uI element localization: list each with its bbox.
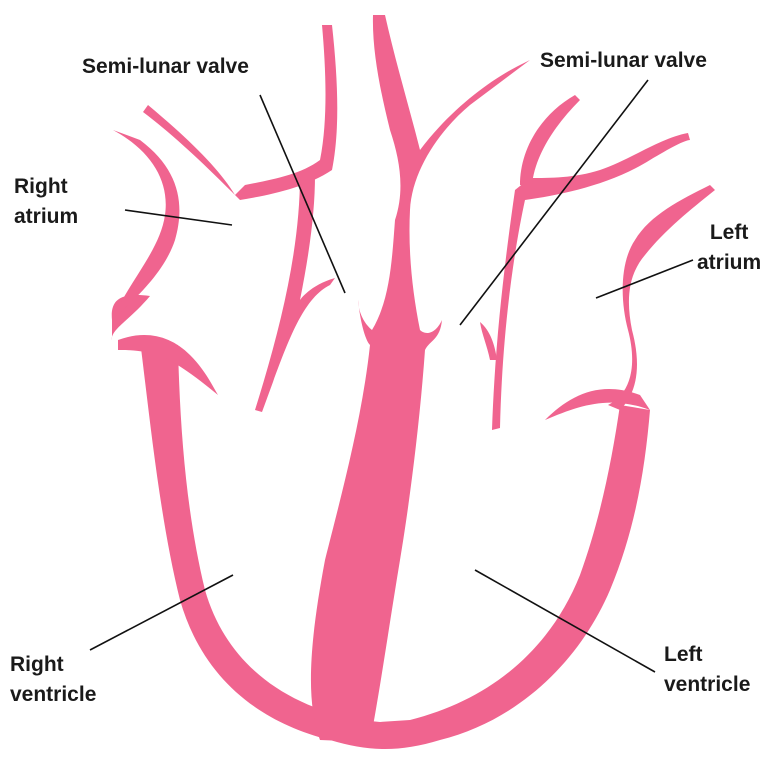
label-left-atrium-line1: Left [697, 218, 761, 248]
label-semilunar-valve-right: Semi-lunar valve [540, 46, 707, 76]
label-right-ventricle: Right ventricle [10, 650, 96, 710]
label-left-atrium: Left atrium [697, 218, 761, 278]
label-right-ventricle-line1: Right [10, 650, 96, 680]
label-right-atrium: Right atrium [14, 172, 78, 232]
label-right-atrium-line2: atrium [14, 202, 78, 232]
label-semilunar-valve-left: Semi-lunar valve [82, 52, 249, 82]
label-left-ventricle-line1: Left [664, 640, 750, 670]
leader-left-ventricle [475, 570, 655, 672]
leader-right-ventricle [90, 575, 233, 650]
label-right-ventricle-line2: ventricle [10, 680, 96, 710]
label-right-atrium-line1: Right [14, 172, 78, 202]
label-left-atrium-line2: atrium [697, 248, 761, 278]
leader-right-atrium [125, 210, 232, 225]
leader-semilunar-left [260, 95, 345, 293]
label-left-ventricle: Left ventricle [664, 640, 750, 700]
label-left-ventricle-line2: ventricle [664, 670, 750, 700]
leader-left-atrium [596, 260, 693, 298]
